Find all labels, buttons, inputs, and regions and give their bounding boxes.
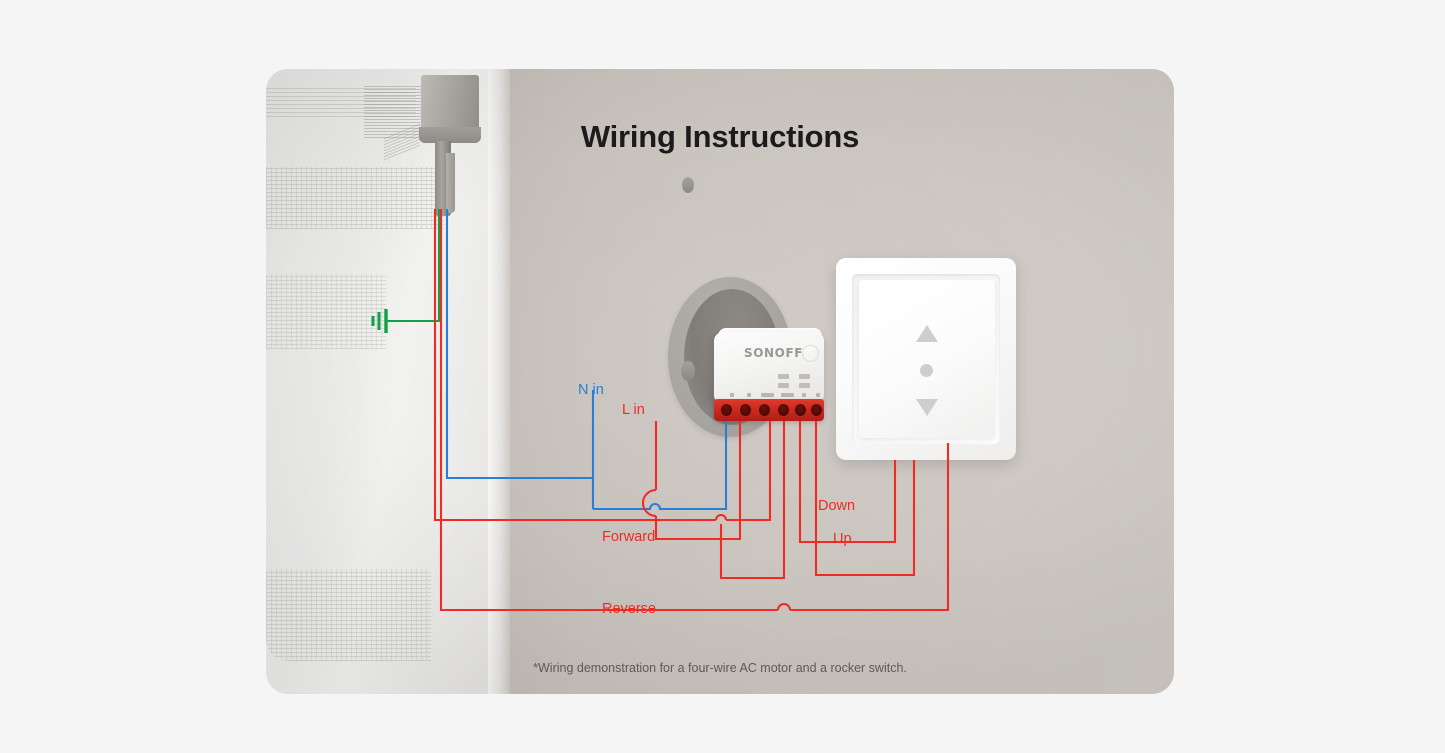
footnote-text: *Wiring demonstration for a four-wire AC… xyxy=(533,661,907,675)
down-wire xyxy=(798,421,897,544)
terminal-label-row xyxy=(726,387,821,399)
motor-housing xyxy=(421,75,479,133)
motor-bracket xyxy=(446,153,455,213)
blind-slats xyxy=(266,167,444,229)
label-l-in: L in xyxy=(622,402,645,418)
terminal-hole xyxy=(778,404,789,416)
earth-wire xyxy=(386,209,441,323)
forward-wire-motor xyxy=(433,209,584,522)
label-n-in: N in xyxy=(578,382,604,398)
label-down: Down xyxy=(818,498,856,514)
wall-panel-left xyxy=(266,69,498,694)
triangle-up-icon xyxy=(916,325,938,342)
label-reverse: Reverse xyxy=(602,601,656,617)
wiring-harness xyxy=(371,209,950,612)
live-in-wire-hop xyxy=(641,488,657,518)
terminal-hole xyxy=(721,404,732,416)
reverse-wire-terminal-link xyxy=(719,421,786,580)
circle-dot-icon xyxy=(920,364,933,377)
neutral-wire-to-terminal xyxy=(593,421,728,511)
module-direction-icons xyxy=(778,374,820,390)
ground-symbol xyxy=(371,309,388,333)
blind-slats xyxy=(266,87,416,117)
reverse-wire-to-switch xyxy=(790,443,950,612)
reverse-wire-hop xyxy=(776,602,792,611)
triangle-down-icon xyxy=(916,399,938,416)
label-up: Up xyxy=(833,531,852,547)
blind-slats xyxy=(266,274,386,349)
up-wire xyxy=(814,421,916,577)
terminal-hole xyxy=(740,404,751,416)
module-pairing-button[interactable] xyxy=(802,345,819,362)
terminal-hole xyxy=(811,404,822,416)
motor-housing-lip xyxy=(419,127,481,143)
label-forward: Forward xyxy=(602,529,656,545)
forward-wire-to-terminal xyxy=(726,421,772,522)
reverse-wire-motor xyxy=(439,209,778,612)
wiring-diagram-card: SONOFF xyxy=(266,69,1174,694)
wall-box-screw xyxy=(682,177,694,193)
sonoff-module-body xyxy=(714,332,824,404)
terminal-hole xyxy=(795,404,806,416)
blind-slats xyxy=(266,569,431,661)
wall-panel-seam xyxy=(488,69,510,694)
neutral-wire-motor xyxy=(445,209,593,480)
wall-box-screw xyxy=(681,361,695,381)
terminal-hole xyxy=(759,404,770,416)
blind-slats xyxy=(364,86,424,138)
sonoff-brand-label: SONOFF xyxy=(744,346,804,360)
live-in-wire-to-terminal xyxy=(654,421,742,541)
page-title: Wiring Instructions xyxy=(580,119,860,154)
forward-wire-hop xyxy=(714,514,728,521)
